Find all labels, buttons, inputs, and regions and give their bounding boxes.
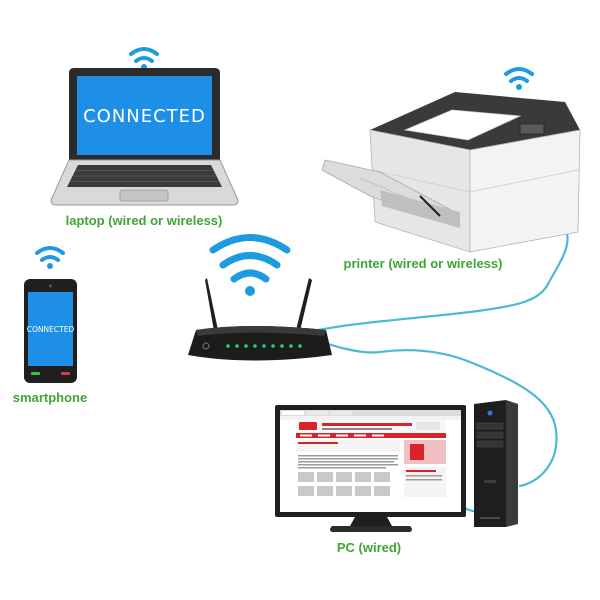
router [188, 234, 332, 361]
smartphone-end-button [61, 372, 70, 375]
tower-front [474, 400, 506, 527]
router-antenna-right [296, 278, 312, 331]
tower-power-button [487, 410, 493, 416]
printer [321, 67, 581, 253]
router-antenna-left [205, 278, 218, 331]
laptop-touchpad [119, 189, 169, 202]
smartphone-screen-text: CONNECTED [27, 325, 75, 334]
smartphone: CONNECTED [24, 246, 77, 383]
router-leds [226, 344, 302, 348]
wifi-icon [504, 67, 534, 90]
laptop-screen-text: CONNECTED [83, 106, 206, 127]
tower-side [506, 400, 518, 527]
laptop-screen [77, 76, 212, 155]
smartphone-label: smartphone [13, 390, 87, 405]
wifi-icon [209, 234, 291, 296]
monitor [275, 405, 466, 532]
laptop: CONNECTED [50, 47, 239, 206]
tower-drive-bays [476, 422, 504, 448]
monitor-stand [350, 517, 392, 526]
router-body [188, 326, 332, 361]
laptop-keys [70, 170, 219, 182]
pc-label: PC (wired) [337, 540, 401, 555]
monitor-base [330, 526, 412, 532]
laptop-label: laptop (wired or wireless) [66, 213, 223, 228]
router-power-icon [202, 342, 210, 350]
printer-label: printer (wired or wireless) [344, 256, 503, 271]
wifi-icon [129, 47, 159, 70]
printer-side [469, 129, 581, 253]
smartphone-screen [28, 292, 73, 366]
wifi-icon [35, 246, 65, 269]
cable-router-to-pc [298, 333, 558, 488]
smartphone-camera [49, 284, 52, 288]
printer-paper [403, 109, 522, 141]
smartphone-call-button [31, 372, 40, 375]
printer-control-panel [519, 123, 545, 135]
pc-tower-icon [474, 400, 518, 527]
